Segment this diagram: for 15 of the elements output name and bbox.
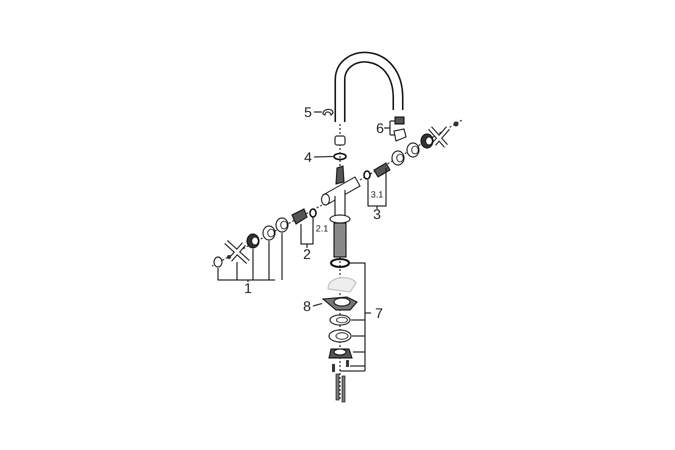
clip-drawing	[322, 108, 334, 116]
callout-number: 3.1	[370, 190, 384, 200]
callout-number: 5	[302, 104, 314, 120]
callout-number: 6	[376, 121, 384, 135]
callout-number: 3	[373, 207, 381, 221]
leader-line	[314, 156, 334, 158]
callout-number: 8	[301, 298, 313, 314]
callout-number: 1	[244, 281, 252, 295]
leader-line	[312, 303, 322, 306]
callout-number: 2	[303, 247, 311, 261]
callout-number: 7	[375, 306, 383, 320]
o-ring-drawing	[333, 153, 347, 160]
callout-number: 2.1	[316, 224, 328, 234]
mounting-plate-drawing	[322, 296, 358, 311]
callout-number: 4	[302, 149, 314, 165]
